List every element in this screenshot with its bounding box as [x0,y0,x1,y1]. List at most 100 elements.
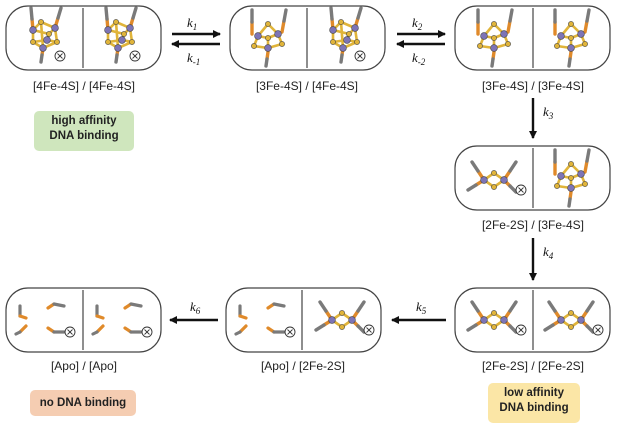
iron-atom [490,44,498,52]
cluster-apo-icon [14,302,76,338]
cluster-3fe4s-icon [553,148,591,208]
sulfur-atom [265,21,271,27]
sulfur-atom [505,41,511,47]
sulfur-atom [30,39,36,45]
svg-text:k2: k2 [412,15,423,32]
sulfur-atom [54,39,60,45]
unbound-ligand-marker-icon [354,50,366,62]
sulfur-atom [568,21,574,27]
unbound-ligand-marker-icon [363,324,375,336]
unbound-ligand-marker-icon [284,326,296,338]
sulfur-atom [568,161,574,167]
state-capsule-apo-apo [5,287,162,353]
iron-atom [339,44,347,52]
sulfur-atom [491,184,497,190]
sulfur-atom [491,324,497,330]
sulfur-atom [339,324,345,330]
sulfur-atom [582,41,588,47]
cluster-2fe2s-icon [314,300,375,336]
sulfur-atom [121,31,127,37]
sulfur-atom [346,31,352,37]
cluster-2fe2s-icon [466,160,527,196]
equilibrium-arrow-k2: k2 k-2 [396,15,446,67]
badge-line-1: low affinity [503,387,565,399]
rate-k3-sub: 3 [548,111,554,121]
cluster-3fe4s-icon [250,8,288,68]
state-capsule-apo-2fe2s [225,287,382,353]
cluster-3fe4s-icon [553,8,591,68]
sulfur-atom [568,35,574,41]
state-label: [Apo] / [Apo] [51,359,117,373]
rate-k2: k [412,15,418,30]
rate-k4: k [543,244,549,259]
rate-k6: k [190,299,196,314]
cluster-2fe2s-icon [543,300,604,336]
state-label: [4Fe-4S] / [4Fe-4S] [33,79,135,93]
unbound-ligand-marker-icon [64,326,76,338]
svg-text:k4: k4 [543,244,554,261]
iron-atom [43,36,51,44]
badge-line-2: DNA binding [49,130,119,142]
sulfur-atom [113,19,119,25]
sulfur-atom [38,19,44,25]
rate-k4-sub: 4 [549,251,554,261]
unbound-ligand-marker-icon [592,324,604,336]
rate-k1-sub: 1 [193,22,198,32]
iron-atom [567,44,575,52]
cluster-3fe4s-icon [476,8,514,68]
equilibrium-arrow-k1: k1 k-1 [171,15,221,67]
sulfur-atom [330,39,336,45]
svg-text:k-1: k-1 [187,50,200,67]
state-label: [Apo] / [2Fe-2S] [261,359,345,373]
unbound-ligand-marker-icon [515,324,527,336]
iron-atom [264,44,272,52]
sulfur-atom [105,39,111,45]
badge-line-2: DNA binding [499,402,569,414]
iron-atom [480,32,488,40]
rate-k-1: k [187,50,193,65]
sulfur-atom [554,43,560,49]
svg-text:k3: k3 [543,104,554,121]
iron-atom [39,44,47,52]
sulfur-atom [339,310,345,316]
rate-k-2: k [412,50,418,65]
rate-k-1-sub: -1 [193,57,201,67]
rate-k6-sub: 6 [196,306,201,316]
unbound-ligand-marker-icon [515,184,527,196]
sulfur-atom [354,39,360,45]
iron-atom [577,170,585,178]
iron-atom [567,184,575,192]
sulfur-atom [265,35,271,41]
state-capsule-4fe4s-4fe4s [5,5,162,71]
sulfur-atom [568,324,574,330]
cluster-2fe2s-icon [466,300,527,336]
unbound-ligand-marker-icon [129,50,141,62]
svg-text:k1: k1 [187,15,197,32]
rate-k1: k [187,15,193,30]
iron-atom [577,316,585,324]
iron-atom [329,26,337,34]
iron-atom [254,32,262,40]
sulfur-atom [477,43,483,49]
state-label: [2Fe-2S] / [3Fe-4S] [482,218,584,232]
low-affinity-badge: low affinity DNA binding [488,383,580,423]
iron-atom [114,44,122,52]
state-capsule-2fe2s-2fe2s [454,287,611,353]
sulfur-atom [491,170,497,176]
sulfur-atom [338,19,344,25]
state-capsule-3fe4s-3fe4s [454,5,611,71]
badge-line-1: high affinity [51,115,117,127]
sulfur-atom [491,21,497,27]
cluster-apo-icon [234,302,296,338]
iron-atom [29,26,37,34]
sulfur-atom [491,35,497,41]
unbound-ligand-marker-icon [141,326,153,338]
iron-atom [557,316,565,324]
iron-atom [351,24,359,32]
sulfur-atom [46,31,52,37]
iron-atom [343,36,351,44]
arrow-k5: k5 [391,299,446,324]
iron-atom [51,24,59,32]
cluster-4fe4s-icon [29,6,66,64]
